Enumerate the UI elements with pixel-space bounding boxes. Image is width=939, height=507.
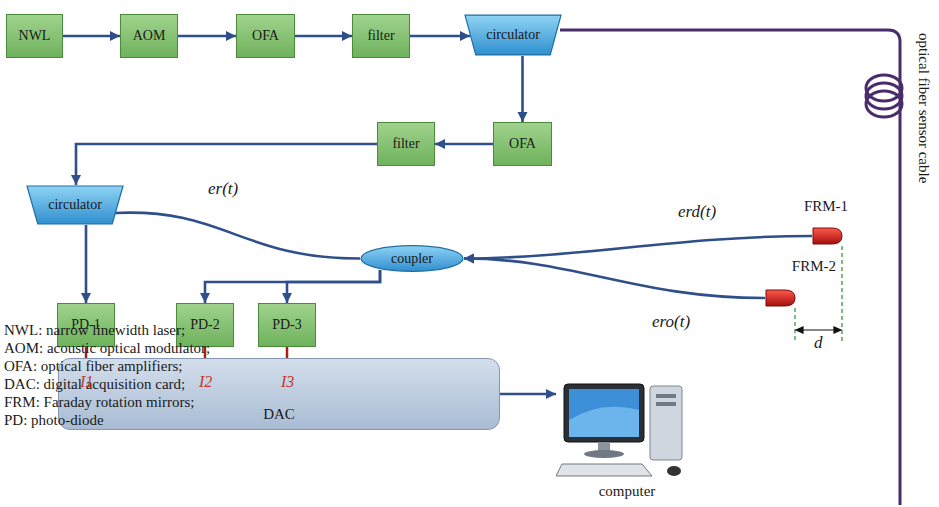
circulator-shape: circulator: [26, 185, 124, 225]
field-label: er(t): [206, 180, 240, 199]
arrow-head: [282, 293, 292, 303]
monitor-frame: [564, 384, 644, 442]
ellipse: [361, 246, 463, 272]
optical-path: [464, 236, 812, 264]
connector-line: [205, 270, 380, 303]
device-box: AOM: [120, 14, 178, 58]
connector-line: [464, 236, 812, 259]
device-box: NWL: [6, 14, 63, 58]
optical-path: [178, 31, 236, 41]
mirror-symbol: [765, 288, 796, 308]
tower-slot: [656, 402, 676, 406]
connector-line: [85, 225, 88, 303]
connector-line: [287, 270, 380, 303]
mouse: [667, 466, 681, 476]
computer-picture: [556, 380, 696, 480]
optical-path: [71, 144, 377, 185]
legend-line: NWL: narrow linewidth laser;: [4, 321, 185, 339]
arrow-head: [464, 254, 474, 264]
device-label: PD-2: [190, 317, 220, 333]
circulator-label: circulator: [486, 27, 540, 43]
device-label: OFA: [252, 28, 279, 44]
legend-line: AOM: acoustic optical modulator;: [4, 339, 210, 357]
current-label: I3: [281, 373, 294, 391]
legend-line: FRM: Faraday rotation mirrors;: [4, 393, 194, 411]
current-label: I1: [80, 373, 93, 391]
legend-line: OFA: optical fiber amplifiers;: [4, 357, 182, 375]
device-box: OFA: [493, 122, 552, 166]
arrow-head: [200, 293, 210, 303]
trapezoid: [27, 186, 123, 224]
computer-icon: computer: [552, 380, 702, 504]
fiber-label: optical fiber sensor cable: [915, 30, 933, 186]
mirror-label: FRM-1: [800, 198, 852, 215]
device-box: PD-3: [258, 303, 316, 347]
sensor-fiber: [560, 30, 902, 505]
coupler-label: coupler: [391, 251, 433, 267]
device-label: PD-3: [272, 317, 302, 333]
dimension-arrow: [796, 327, 841, 333]
optical-path: [464, 254, 765, 299]
arrow-head: [226, 31, 236, 41]
optical-path: [295, 31, 352, 41]
mirror-symbol: [812, 226, 843, 246]
current-label: I2: [199, 373, 212, 391]
device-label: OFA: [509, 136, 536, 152]
dimension-label: d: [812, 334, 825, 352]
connector-line: [115, 213, 360, 259]
optical-path: [282, 270, 380, 303]
device-label: NWL: [19, 28, 51, 44]
arrow-head: [518, 112, 528, 122]
arrow-head: [71, 175, 81, 185]
arrow-head: [435, 139, 445, 149]
optical-path: [410, 31, 470, 41]
circulator-shape: circulator: [464, 14, 562, 56]
device-label: filter: [367, 28, 394, 44]
arrow-head: [342, 31, 352, 41]
faraday-mirror: FRM-1: [800, 198, 852, 246]
arrow-head: [110, 31, 120, 41]
device-label: filter: [392, 136, 419, 152]
field-label: erd(t): [676, 203, 718, 222]
field-label: ero(t): [650, 313, 692, 332]
legend-line: DAC: digital acquisition card;: [4, 375, 185, 393]
arrow-head: [464, 254, 474, 264]
legend-line: PD: photo-diode: [4, 411, 104, 429]
mirror-body: [813, 228, 842, 244]
device-box: filter: [352, 14, 410, 58]
arrow-head: [460, 31, 470, 41]
tower-slot: [656, 394, 676, 398]
optical-path: [500, 389, 556, 399]
optical-path: [518, 56, 528, 122]
optical-path: [81, 225, 91, 303]
optical-path: [200, 270, 380, 303]
optical-path: [115, 213, 360, 259]
connector-line: [464, 259, 765, 299]
optical-path: [63, 31, 120, 41]
screen-glow: [569, 407, 639, 437]
coupler-ellipse: coupler: [360, 245, 464, 272]
device-label: AOM: [133, 28, 166, 44]
device-box: OFA: [236, 14, 295, 58]
device-box: filter: [377, 122, 435, 166]
arrow-head: [546, 389, 556, 399]
computer-label: computer: [552, 483, 702, 500]
connector-line: [76, 144, 377, 185]
arrow-head: [81, 293, 91, 303]
monitor-base: [584, 450, 624, 458]
monitor-screen: [569, 389, 639, 437]
trapezoid: [465, 15, 561, 55]
circulator-label: circulator: [48, 197, 102, 213]
optical-path: [435, 139, 493, 149]
tower: [650, 386, 682, 460]
keyboard: [556, 464, 652, 476]
faraday-mirror: FRM-2: [762, 258, 836, 308]
mirror-body: [766, 290, 795, 306]
mirror-label: FRM-2: [792, 258, 836, 275]
